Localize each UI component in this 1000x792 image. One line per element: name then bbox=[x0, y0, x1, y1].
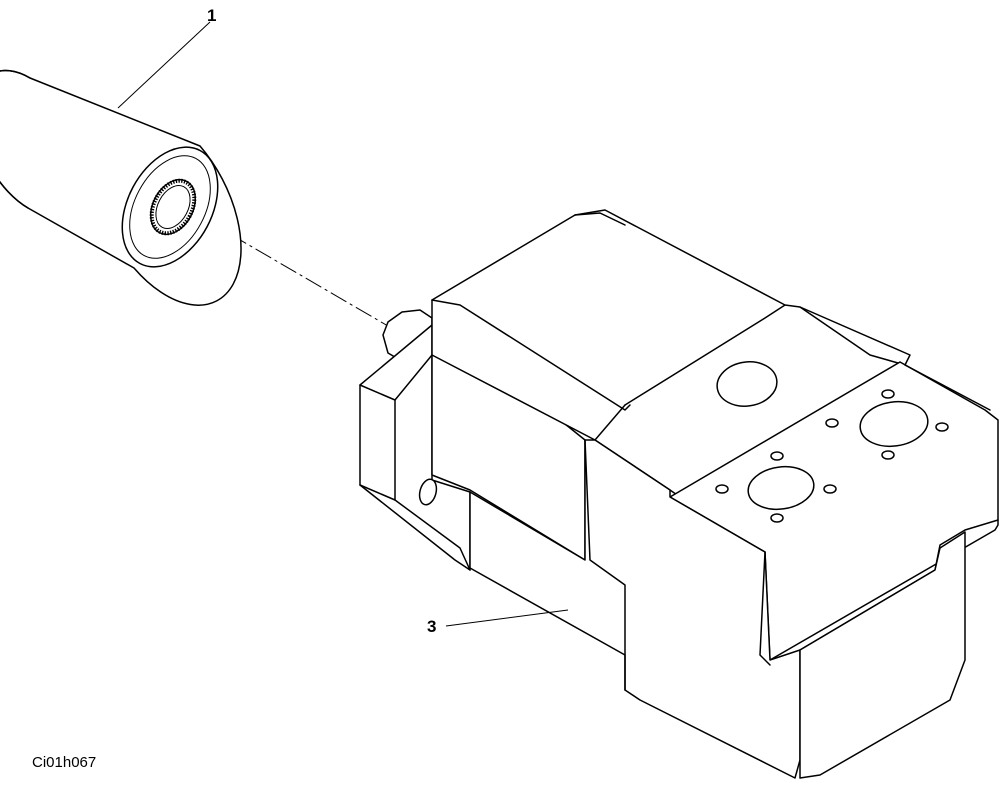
figure-id: Ci01h067 bbox=[32, 754, 96, 771]
port-face-port-b bbox=[747, 465, 815, 511]
end-cap-port bbox=[418, 478, 438, 506]
callout-part-1: 1 bbox=[207, 6, 216, 25]
callout-part-3: 3 bbox=[427, 617, 436, 636]
assembly-axis-line bbox=[4, 102, 401, 334]
pump-body bbox=[359, 209, 999, 779]
leader-line-part1 bbox=[117, 21, 211, 109]
coupling-sleeve bbox=[0, 69, 242, 306]
port-face-port-a bbox=[859, 400, 929, 448]
top-port bbox=[716, 361, 778, 407]
leader-line-part3 bbox=[445, 609, 569, 627]
